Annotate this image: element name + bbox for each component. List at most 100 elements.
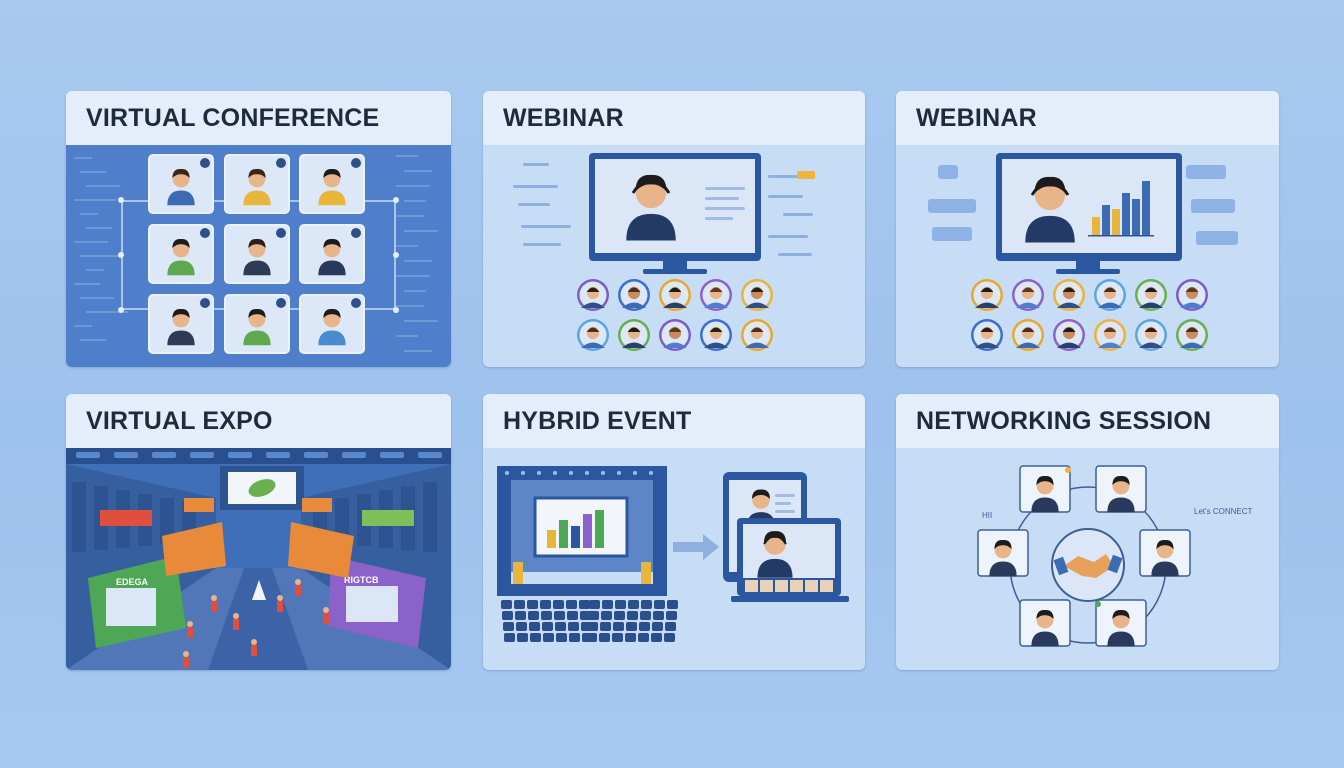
card-webinar-1[interactable]: WEBINAR bbox=[483, 91, 865, 367]
seat bbox=[613, 622, 624, 631]
seat bbox=[530, 633, 541, 642]
card-hybrid-event[interactable]: HYBRID EVENT bbox=[483, 394, 865, 670]
seat bbox=[540, 600, 551, 609]
chat-label: HII bbox=[982, 511, 992, 520]
stage-light bbox=[505, 471, 509, 475]
circuit-line bbox=[404, 320, 438, 322]
booth-sign: RIGTCB bbox=[344, 575, 379, 585]
mic-icon bbox=[200, 298, 210, 308]
seat bbox=[569, 633, 580, 642]
seat bbox=[651, 633, 662, 642]
booth-banner bbox=[100, 510, 152, 526]
curtain-right bbox=[653, 480, 667, 588]
thumbnail bbox=[760, 580, 773, 592]
circuit-line bbox=[396, 215, 424, 217]
visitor bbox=[251, 639, 257, 645]
visitor bbox=[233, 613, 239, 619]
badge bbox=[797, 171, 815, 179]
laptop-base bbox=[731, 596, 849, 602]
webinar-chart-graphic bbox=[928, 153, 1238, 351]
avatar-icon bbox=[989, 539, 1017, 577]
seat bbox=[503, 622, 514, 631]
visitor bbox=[277, 595, 283, 601]
chart-bar bbox=[1132, 199, 1140, 235]
avatar-icon bbox=[700, 279, 732, 311]
avatar-icon bbox=[1053, 279, 1085, 311]
webinar-illustration bbox=[896, 145, 1279, 367]
node-dot bbox=[118, 307, 124, 313]
circuit-line bbox=[404, 260, 432, 262]
visitor bbox=[183, 651, 189, 657]
avatar-icon bbox=[700, 319, 732, 351]
stage-floor bbox=[497, 584, 667, 596]
avatar-icon bbox=[243, 308, 271, 346]
seat bbox=[541, 611, 552, 620]
seat bbox=[667, 600, 678, 609]
circuit-line bbox=[74, 325, 92, 327]
card-header: VIRTUAL EXPO bbox=[66, 394, 451, 448]
stage-top bbox=[497, 466, 667, 480]
avatar-icon bbox=[167, 238, 195, 276]
avatar-icon bbox=[971, 279, 1003, 311]
card-webinar-2[interactable]: WEBINAR bbox=[896, 91, 1279, 367]
mic-icon bbox=[276, 298, 286, 308]
webinar-illustration bbox=[483, 145, 865, 367]
chat-bubble-icon bbox=[928, 199, 976, 213]
circuit-line bbox=[80, 339, 106, 341]
avatar-icon bbox=[1135, 319, 1167, 351]
status-dot bbox=[1065, 467, 1071, 473]
seat bbox=[501, 600, 512, 609]
stage-light bbox=[601, 471, 605, 475]
visitor bbox=[211, 595, 217, 601]
circuit-line bbox=[396, 185, 430, 187]
seat bbox=[567, 611, 578, 620]
seat bbox=[615, 600, 626, 609]
circuit-line bbox=[404, 200, 426, 202]
visitor bbox=[295, 585, 301, 596]
avatar-icon bbox=[1135, 279, 1167, 311]
card-networking-session[interactable]: NETWORKING SESSION HII Let's CONNECT bbox=[896, 394, 1279, 670]
avatar-icon bbox=[1012, 279, 1044, 311]
avatar-icon bbox=[1031, 475, 1059, 513]
seat bbox=[602, 600, 613, 609]
avatar-icon bbox=[167, 308, 195, 346]
avatar-icon bbox=[1031, 609, 1059, 647]
card-virtual-conference[interactable]: VIRTUAL CONFERENCE bbox=[66, 91, 451, 367]
avatar-icon bbox=[1094, 279, 1126, 311]
booth-screen bbox=[106, 588, 156, 626]
seat bbox=[554, 611, 565, 620]
hybrid-illustration bbox=[483, 448, 865, 670]
seat bbox=[626, 622, 637, 631]
seat bbox=[515, 611, 526, 620]
mic-icon bbox=[200, 228, 210, 238]
card-header: NETWORKING SESSION bbox=[896, 394, 1279, 448]
chart-bar bbox=[1142, 181, 1150, 235]
card-title: VIRTUAL EXPO bbox=[86, 406, 273, 435]
seat bbox=[652, 622, 663, 631]
circuit-line bbox=[396, 155, 418, 157]
stage-light bbox=[553, 471, 557, 475]
seat bbox=[601, 611, 612, 620]
seat bbox=[555, 622, 566, 631]
headset-icon bbox=[763, 535, 787, 545]
seat bbox=[553, 600, 564, 609]
chat-label: Let's CONNECT bbox=[1194, 507, 1253, 516]
visitor bbox=[211, 601, 217, 612]
server-rack bbox=[423, 482, 437, 552]
speaker-stand bbox=[641, 562, 651, 584]
chart-bar bbox=[1112, 209, 1120, 235]
avatar-icon bbox=[659, 319, 691, 351]
seat bbox=[665, 622, 676, 631]
chat-bubble-icon bbox=[1186, 165, 1226, 179]
headset-icon bbox=[1030, 179, 1070, 196]
seat bbox=[527, 600, 538, 609]
rocket-icon bbox=[252, 580, 266, 600]
seat bbox=[502, 611, 513, 620]
chart-bar bbox=[559, 520, 568, 548]
circuit-line bbox=[404, 170, 432, 172]
handshake-sleeve bbox=[1053, 556, 1069, 576]
card-header: WEBINAR bbox=[483, 91, 865, 145]
seat bbox=[638, 633, 649, 642]
